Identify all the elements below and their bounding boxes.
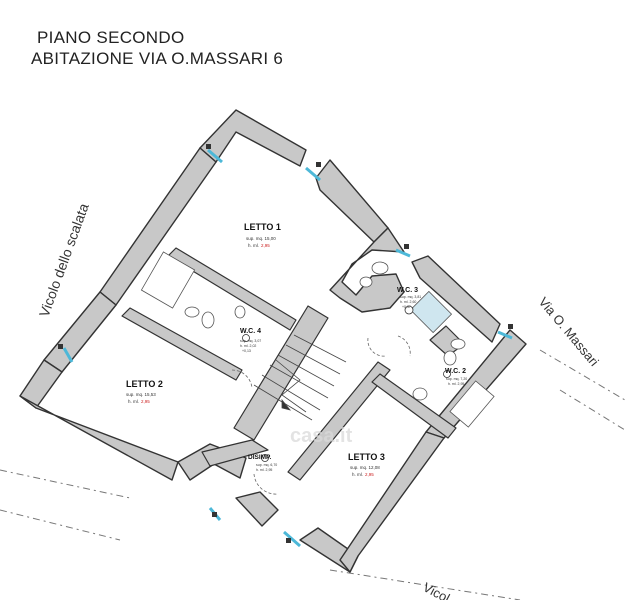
room-name: LETTO 2 [126,379,163,389]
room-letto2: LETTO 2 sup. mq. 15,53 h. ml.2,95 [126,379,163,404]
room-height: 2,95 [365,472,374,477]
room-height: h. ml. 2,60 [400,300,416,304]
street-label-vicol-bottom: Vicol [421,579,453,600]
interior-walls [121,247,465,481]
room-height: h. ml. 2,95 [256,468,272,472]
room-area: sup. mq. 6,70 [256,463,277,467]
watermark: casa.it [290,425,353,447]
room-letto1: LETTO 1 sup. mq. 15,00 h. ml.2,95 [244,222,281,248]
doors [231,335,411,495]
room-area: sup. mq. 3,81 [400,295,421,299]
room-extra: +0,13 [242,349,251,353]
room-area: sup. mq. 7,20 [446,377,467,381]
room-height: h. ml. 2,95 [448,382,464,386]
svg-text:h. ml.2,95: h. ml.2,95 [248,243,270,248]
room-wc4: W.C. 4 sup. mq. 3,07 h. ml. 2,02 +0,13 [240,328,261,353]
room-name: LETTO 1 [244,222,281,232]
windows [62,148,513,548]
room-height: h. ml. 2,02 [240,344,256,348]
svg-text:h. ml.2,95: h. ml.2,95 [352,472,374,477]
plan-title-floor: PIANO SECONDO [37,28,185,47]
room-area: sup. mq. 15,00 [246,236,276,241]
room-height-label: h. ml. [128,399,139,404]
room-extra: +0,37 [402,305,411,309]
room-area: sup. mq. 3,07 [240,339,261,343]
room-name: W.C. 2 [445,368,466,375]
street-label-vicolo: Vicolo dello scalata [36,201,92,319]
room-name: W.C. 4 [240,328,261,335]
room-name: DISIMP. [248,454,272,461]
room-wc3: W.C. 3 sup. mq. 3,81 h. ml. 2,60 +0,37 [397,287,421,309]
room-letto3: LETTO 3 sup. mq. 12,08 h. ml.2,95 [348,452,385,477]
staircase [253,334,347,421]
room-name: LETTO 3 [348,452,385,462]
svg-text:h. ml.2,95: h. ml.2,95 [128,399,150,404]
street-label-via-massari: Via O. Massari [536,294,602,369]
plan-title-address: ABITAZIONE VIA O.MASSARI 6 [31,49,284,68]
stair-symbols [242,305,451,462]
room-area: sup. mq. 15,53 [126,392,156,397]
room-height-label: h. ml. [248,243,259,248]
street-lines [0,349,625,600]
bath-fixtures [140,251,495,428]
room-wc2: W.C. 2 sup. mq. 7,20 h. ml. 2,95 [445,368,467,386]
window-markers [58,144,513,543]
room-name: W.C. 3 [397,287,418,294]
room-height-label: h. ml. [352,472,363,477]
room-disimp: DISIMP. sup. mq. 6,70 h. ml. 2,95 [248,454,277,472]
room-height: 2,95 [261,243,270,248]
room-height: 2,95 [141,399,150,404]
room-area: sup. mq. 12,08 [350,465,380,470]
